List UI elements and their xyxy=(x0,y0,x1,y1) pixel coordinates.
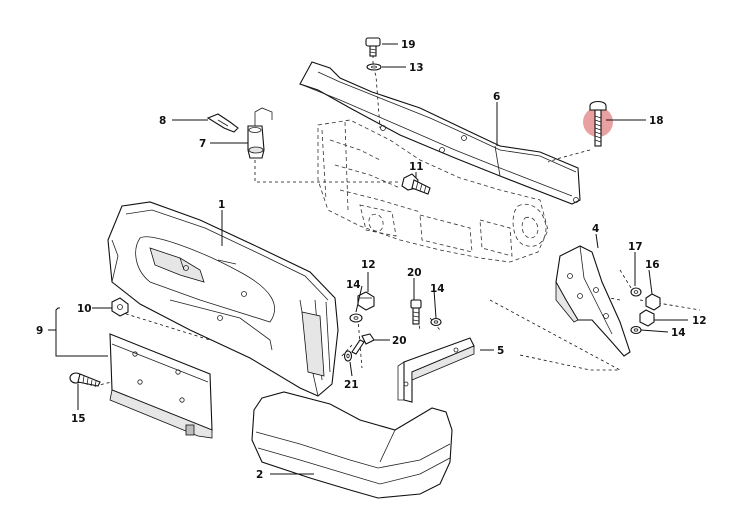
part-17-washer xyxy=(630,287,642,297)
label-8: 8 xyxy=(159,115,166,127)
part-6-reinforcement-bar xyxy=(299,61,581,205)
part-5-lower-bracket xyxy=(397,337,475,403)
label-12b: 12 xyxy=(692,315,707,327)
part-14-washer-side xyxy=(630,325,642,335)
label-9: 9 xyxy=(36,325,43,337)
label-17: 17 xyxy=(628,241,643,253)
part-1-bumper-inner xyxy=(107,201,339,397)
part-20-bolt-upper xyxy=(410,299,422,325)
part-14-washer-center xyxy=(349,313,363,323)
part-21-washer xyxy=(343,350,353,362)
label-11: 11 xyxy=(409,161,424,173)
part-2-bumper-cover xyxy=(251,391,453,499)
part-12-nut-side xyxy=(639,309,655,327)
label-21: 21 xyxy=(344,379,359,391)
part-18-highlighted-bolt xyxy=(583,100,613,147)
label-6: 6 xyxy=(493,91,500,103)
callout-labels: 19 13 6 18 8 7 11 1 4 17 16 12 14 20 14 … xyxy=(36,39,707,481)
vehicle-frame-outline xyxy=(317,119,549,263)
label-1: 1 xyxy=(218,199,225,211)
label-16: 16 xyxy=(645,259,660,271)
part-9-license-plate-bracket xyxy=(109,333,213,439)
part-20-bolt-lower xyxy=(351,333,375,355)
label-19: 19 xyxy=(401,39,416,51)
label-14b: 14 xyxy=(430,283,445,295)
part-15-screw xyxy=(69,372,101,388)
label-14c: 14 xyxy=(671,327,686,339)
callout-leaders xyxy=(48,43,688,475)
label-12a: 12 xyxy=(361,259,376,271)
part-7-hinge-pin xyxy=(247,107,273,159)
label-4: 4 xyxy=(592,223,599,235)
part-14-washer-upper xyxy=(430,317,442,327)
label-15: 15 xyxy=(71,413,86,425)
part-16-nut xyxy=(645,293,661,311)
part-10-nut xyxy=(111,297,129,317)
label-20a: 20 xyxy=(407,267,422,279)
part-8-retaining-clip xyxy=(206,113,239,133)
part-11-bolt xyxy=(401,173,431,195)
part-19-bolt xyxy=(365,37,381,57)
label-14a: 14 xyxy=(346,279,361,291)
label-10: 10 xyxy=(77,303,92,315)
label-5: 5 xyxy=(497,345,504,357)
label-2: 2 xyxy=(256,469,263,481)
label-20b: 20 xyxy=(392,335,407,347)
label-18: 18 xyxy=(649,115,664,127)
label-13: 13 xyxy=(409,62,424,74)
part-13-washer xyxy=(366,63,382,71)
part-4-side-bracket xyxy=(555,245,631,357)
label-7: 7 xyxy=(199,138,206,150)
